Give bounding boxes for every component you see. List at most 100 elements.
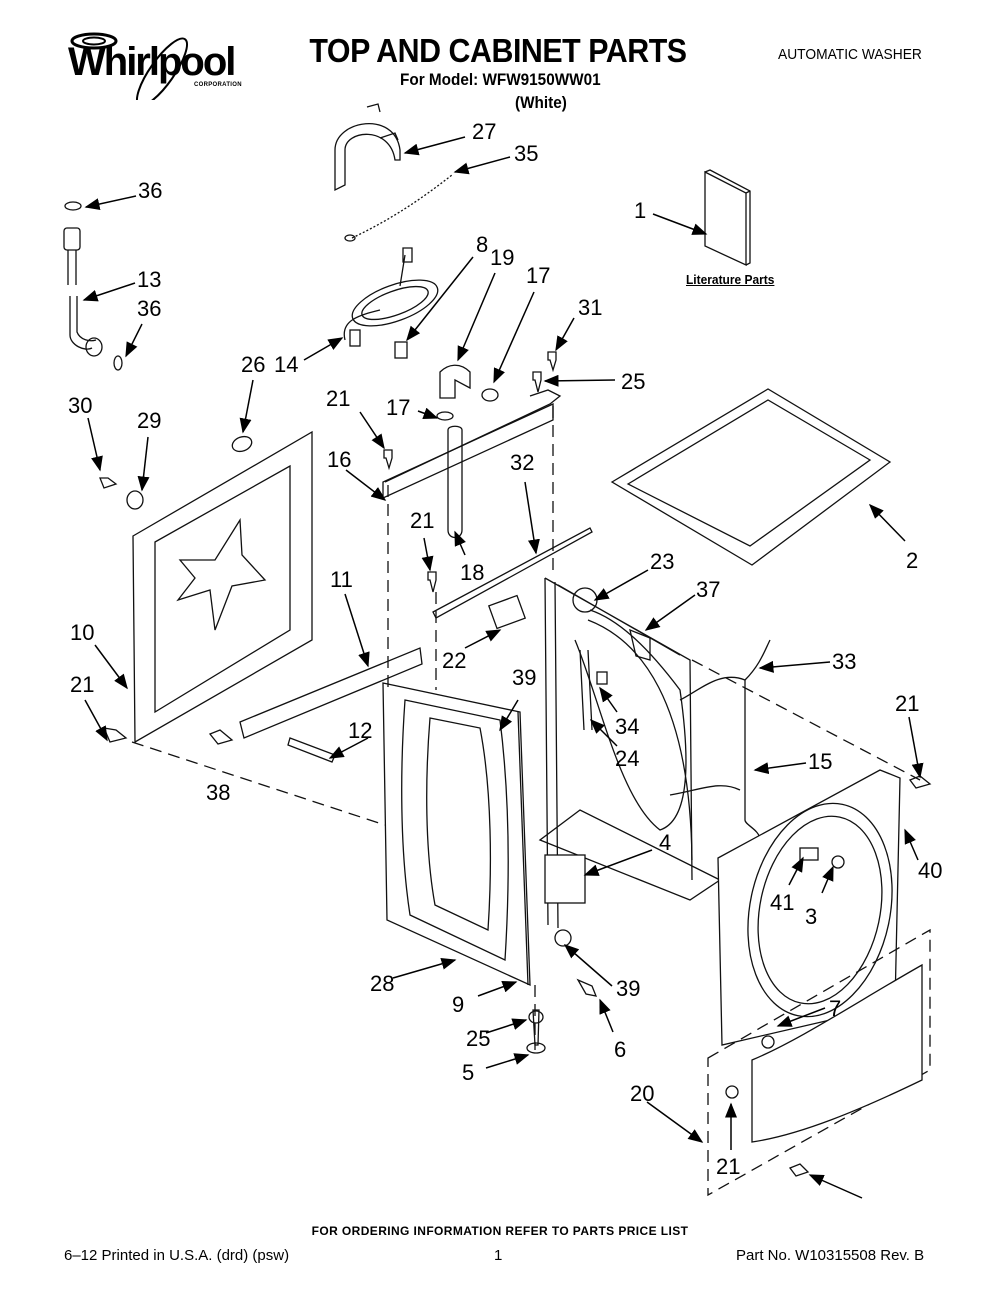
callout-30: 30	[68, 393, 92, 418]
part-jam-nut	[528, 1010, 544, 1024]
callout-8: 8	[476, 232, 488, 257]
callout-23: 23	[650, 549, 674, 574]
assembly-line	[131, 406, 554, 826]
model-line: For Model: WFW9150WW01	[400, 70, 601, 89]
part-washer-bottom	[113, 355, 123, 371]
part-number: Part No. W10315508 Rev. B	[736, 1247, 925, 1264]
part-screw-21b	[427, 571, 437, 593]
callout-25: 6	[614, 1037, 626, 1062]
callout-18: 18	[460, 560, 484, 585]
ordering-note: FOR ORDERING INFORMATION REFER TO PARTS …	[311, 1224, 689, 1238]
part-leveling-leg	[526, 1009, 546, 1054]
callout-20: 21	[716, 1154, 740, 1179]
callout-41: 3	[805, 904, 817, 929]
callout-28: 39	[616, 976, 640, 1001]
part-screw-21a	[383, 449, 393, 471]
part-drain-hose	[447, 425, 463, 539]
part-hose-guide	[334, 103, 401, 192]
part-top-rail	[432, 527, 593, 619]
callout-17: 17	[526, 263, 550, 288]
callout-31: 31	[578, 295, 602, 320]
brand-name: Whirlpool	[68, 40, 236, 84]
document-type: AUTOMATIC WASHER	[778, 46, 922, 63]
color-line: (White)	[515, 93, 567, 112]
callout-21: 21	[895, 691, 919, 716]
part-screw-25	[532, 371, 542, 393]
callout-21: 21	[326, 386, 350, 411]
part-grommet	[231, 435, 253, 453]
whirlpool-logo: Whirlpool CORPORATION	[66, 28, 242, 100]
callout-37: 37	[696, 577, 720, 602]
callout-2: 2	[906, 548, 918, 573]
callout-10: 10	[70, 620, 94, 645]
callout-27: 27	[472, 119, 496, 144]
part-cord-clamp	[394, 341, 408, 359]
callout-33: 33	[832, 649, 856, 674]
assembly-line	[534, 659, 921, 1050]
brand-subtitle: CORPORATION	[194, 82, 242, 88]
callout-26: 26	[241, 352, 265, 377]
callout-21: 21	[70, 672, 94, 697]
part-power-cord	[343, 247, 439, 347]
callout-17: 17	[386, 395, 410, 420]
callout-4: 40	[918, 858, 942, 883]
callout-labels: 27 35 36 1 8 19 17 13 36 31 26 14 25 30 …	[68, 119, 942, 1179]
part-chain-ring	[344, 234, 356, 242]
part-fill-hose	[63, 227, 103, 357]
callout-15: 4	[659, 830, 671, 855]
part-side-rail	[239, 647, 423, 739]
callout-38: 15	[808, 749, 832, 774]
callout-16: 16	[327, 447, 351, 472]
callout-39: 9	[452, 992, 464, 1017]
part-screw-25b	[576, 978, 598, 997]
part-bead-chain	[351, 174, 453, 239]
callout-3: 28	[370, 971, 394, 996]
callout-34: 34	[615, 714, 639, 739]
part-hose-grommet	[126, 490, 144, 510]
literature-parts-label: Literature Parts	[686, 272, 775, 287]
part-side-panel	[382, 682, 531, 987]
callout-21: 38	[206, 780, 230, 805]
callout-25: 25	[621, 369, 645, 394]
page-title: TOP AND CABINET PARTS	[309, 32, 687, 69]
part-top-panel	[610, 388, 892, 566]
callout-13: 13	[137, 267, 161, 292]
callout-39: 39	[512, 665, 536, 690]
callout-32: 32	[510, 450, 534, 475]
part-literature	[704, 169, 751, 267]
part-screw-30	[99, 477, 118, 489]
part-hose-clamp	[481, 388, 499, 402]
callout-leaders	[82, 136, 924, 1199]
part-door-lock	[287, 737, 336, 763]
part-rear-panel	[132, 430, 313, 744]
part-hose-clamp-lower	[436, 411, 454, 421]
callout-12: 12	[348, 718, 372, 743]
callout-9: 7	[829, 996, 841, 1021]
swirl-logo-icon	[70, 32, 188, 100]
callout-40: 41	[770, 890, 794, 915]
part-screw-31	[547, 351, 557, 373]
part-inlet-elbow	[439, 364, 471, 399]
callout-35: 35	[514, 141, 538, 166]
callout-1: 1	[634, 198, 646, 223]
part-front-panel	[717, 769, 901, 1046]
callout-7: 25	[466, 1026, 490, 1051]
part-screw-21-front	[908, 775, 932, 789]
callout-24: 24	[615, 746, 639, 771]
callout-14: 14	[274, 352, 298, 377]
callout-36: 36	[138, 178, 162, 203]
callout-29: 29	[137, 408, 161, 433]
part-screw-21d	[102, 727, 128, 743]
part-pressure-switch	[487, 594, 527, 630]
page-number: 1	[494, 1247, 503, 1264]
callout-22: 22	[442, 648, 466, 673]
callout-21: 21	[410, 508, 434, 533]
part-screw-21c	[208, 729, 234, 745]
print-info: 6–12 Printed in U.S.A. (drd) (psw)	[64, 1247, 290, 1264]
callout-11: 11	[330, 567, 353, 592]
part-toe-panel	[707, 928, 931, 1197]
part-cabinet-frame	[538, 577, 722, 947]
callout-19: 19	[490, 245, 514, 270]
callout-5: 20	[630, 1081, 654, 1106]
